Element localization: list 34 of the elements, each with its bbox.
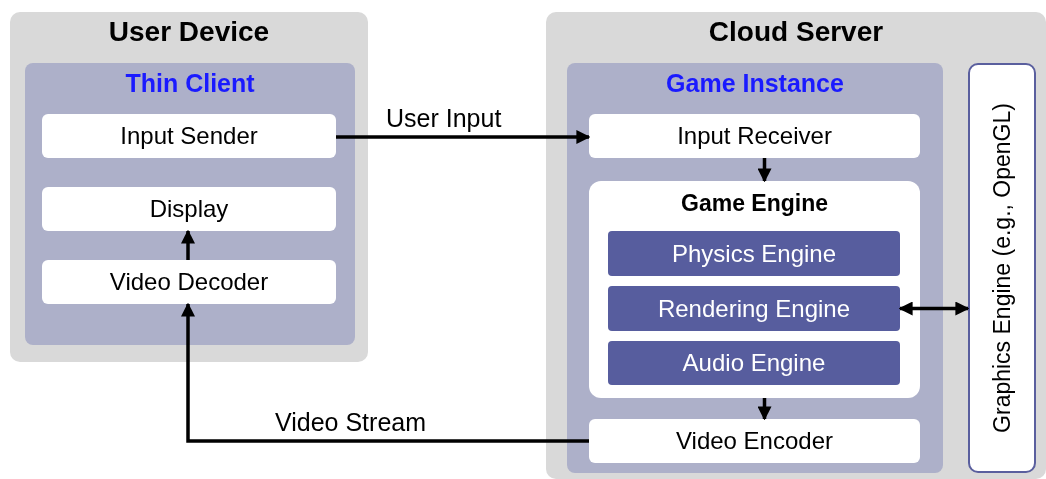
arrow xyxy=(757,398,772,421)
arrow xyxy=(898,301,970,316)
group-title: Game Instance xyxy=(665,69,845,98)
group-panel xyxy=(567,63,943,473)
container-panel xyxy=(10,12,368,362)
panel-title: User Device xyxy=(107,16,271,48)
group-panel xyxy=(25,63,355,345)
process-box xyxy=(42,260,336,304)
group-title: Thin Client xyxy=(124,69,256,98)
box-label: Rendering Engine xyxy=(656,294,852,323)
module-box xyxy=(608,286,900,331)
box-label: Audio Engine xyxy=(681,349,827,377)
container-panel xyxy=(546,12,1046,479)
box-label: Physics Engine xyxy=(670,239,838,268)
process-box xyxy=(42,187,336,231)
box-label: Input Receiver xyxy=(676,122,833,150)
panel-title: Cloud Server xyxy=(707,16,885,48)
arrow xyxy=(181,229,195,260)
process-box xyxy=(589,419,920,463)
arrow xyxy=(757,158,772,183)
process-box xyxy=(589,114,920,158)
engine-panel xyxy=(589,181,920,398)
arrow xyxy=(181,302,589,443)
module-box xyxy=(608,231,900,276)
side-box xyxy=(968,63,1036,473)
box-label: Video Encoder xyxy=(675,427,834,455)
box-label: Input Sender xyxy=(119,122,259,150)
box-label: Video Decoder xyxy=(108,268,270,296)
arrow xyxy=(336,130,591,144)
module-box xyxy=(608,341,900,385)
process-box xyxy=(42,114,336,158)
vertical-label: Graphics Engine (e.g., OpenGL) xyxy=(988,103,1016,433)
group-title: Game Engine xyxy=(680,190,829,217)
box-label: Display xyxy=(148,195,230,223)
